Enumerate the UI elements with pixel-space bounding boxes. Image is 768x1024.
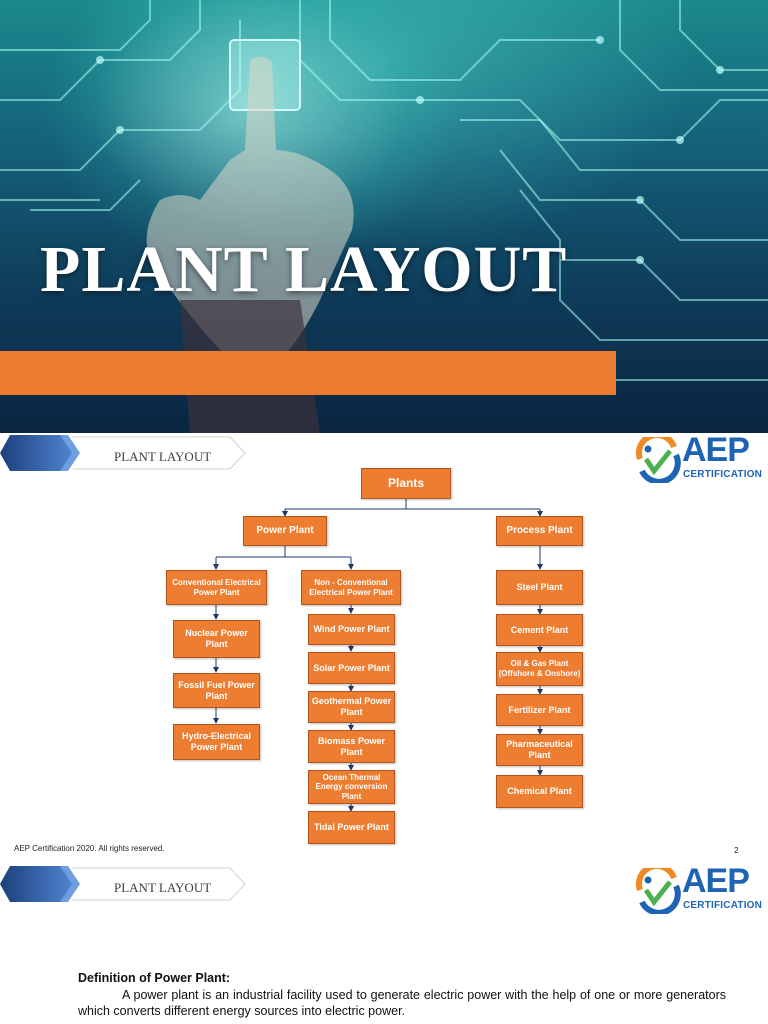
chart-node-ocean-thermal: Ocean Thermal Energy conversion Plant <box>308 770 395 804</box>
logo-brand: AEP <box>682 862 750 900</box>
chart-node-wind: Wind Power Plant <box>308 614 395 645</box>
chart-node-chemical: Chemical Plant <box>496 775 583 808</box>
page-number: 2 <box>734 846 739 855</box>
chart-node-hydro: Hydro-Electrical Power Plant <box>173 724 260 760</box>
chevron-right-icon <box>72 436 246 470</box>
chart-node-steel: Steel Plant <box>496 570 583 605</box>
slide3-header: PLANT LAYOUT AEP CERTIFICATION <box>0 862 768 924</box>
chart-node-root: Plants <box>361 468 451 499</box>
header-title: PLANT LAYOUT <box>114 449 212 464</box>
chart-node-biomass: Biomass Power Plant <box>308 730 395 763</box>
aep-logo: AEP CERTIFICATION <box>634 431 763 485</box>
definition-heading: Definition of Power Plant: <box>78 971 231 985</box>
hexagon-decoration-icon <box>0 866 80 902</box>
logo-subtitle: CERTIFICATION <box>683 469 763 480</box>
title-slide: PLANT LAYOUT <box>0 0 768 433</box>
chart-node-cement: Cement Plant <box>496 614 583 646</box>
chart-node-non-conventional: Non - Conventional Electrical Power Plan… <box>301 570 401 605</box>
aep-checkmark-icon <box>635 868 681 914</box>
chart-node-solar: Solar Power Plant <box>308 652 395 684</box>
chart-node-fertilizer: Fertilizer Plant <box>496 694 583 726</box>
chart-node-power-plant: Power Plant <box>243 516 327 546</box>
slide-title: PLANT LAYOUT <box>40 233 568 306</box>
chart-node-fossil-fuel: Fossil Fuel Power Plant <box>173 673 260 708</box>
aep-logo: AEP CERTIFICATION <box>634 862 763 916</box>
chart-node-pharmaceutical: Pharmaceutical Plant <box>496 734 583 766</box>
definition-text: A power plant is an industrial facility … <box>78 988 726 1018</box>
chart-node-process-plant: Process Plant <box>496 516 583 546</box>
chart-node-geothermal: Geothermal Power Plant <box>308 691 395 723</box>
slide2-header: PLANT LAYOUT AEP CERTIFICATION <box>0 431 768 493</box>
logo-subtitle: CERTIFICATION <box>683 900 763 911</box>
aep-checkmark-icon <box>635 437 681 483</box>
footer-copyright: AEP Certification 2020. All rights reser… <box>14 844 165 853</box>
chart-node-oil-gas: Oil & Gas Plant (Offshore & Onshore) <box>496 652 583 686</box>
chart-node-conventional: Conventional Electrical Power Plant <box>166 570 267 605</box>
header-title: PLANT LAYOUT <box>114 880 212 895</box>
title-accent-band <box>0 351 616 395</box>
logo-brand: AEP <box>682 431 750 469</box>
chart-node-nuclear: Nuclear Power Plant <box>173 620 260 658</box>
chevron-right-icon <box>72 867 246 901</box>
org-chart-connectors <box>213 499 543 812</box>
chart-node-tidal: Tidal Power Plant <box>308 811 395 844</box>
hexagon-decoration-icon <box>0 435 80 471</box>
